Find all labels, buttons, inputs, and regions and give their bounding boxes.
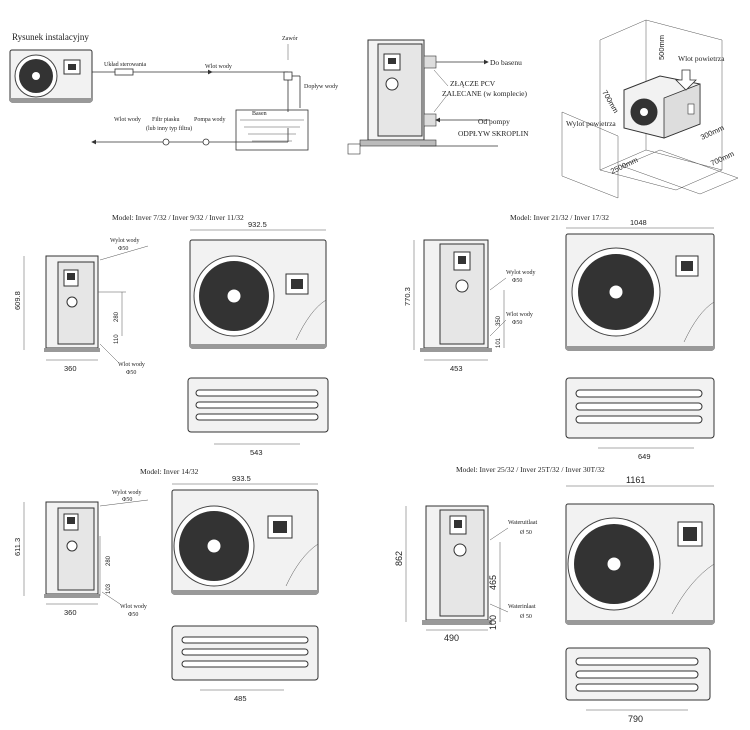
model-b-drawings: Model: Inver 21/32 / Inver 17/32 770.3 4… — [403, 213, 715, 461]
water-inlet-left-label: Wlot wody — [114, 117, 141, 123]
model-d-465: 465 — [488, 575, 498, 590]
sand-filter-label: Filtr piasku — [152, 117, 180, 123]
drain-label: Dopływ wody — [304, 84, 338, 90]
model-b-outlet-label: Wylot wody — [506, 270, 535, 276]
model-d-title: Model: Inver 25/32 / Inver 25T/32 / Inve… — [456, 465, 605, 474]
clearance-2500: 2500mm — [609, 155, 639, 175]
condensate-label: ODPŁYW SKROPLIN — [458, 129, 529, 138]
air-outlet-label: Wylot powietrza — [566, 119, 616, 128]
model-b-inlet-d: Φ50 — [512, 320, 522, 326]
heat-pump-front-small — [9, 49, 93, 103]
clearance-500: 500mm — [657, 35, 666, 60]
water-inlet-top-label: Wlot wody — [205, 64, 232, 70]
model-b-title: Model: Inver 21/32 / Inver 17/32 — [510, 213, 609, 222]
model-c-outlet-d: Φ50 — [122, 497, 132, 503]
model-a-280: 280 — [114, 311, 120, 322]
model-d-inlet-label: Waterinlaat — [508, 604, 536, 610]
model-d-foot: 790 — [628, 714, 643, 724]
model-a-width: 932.5 — [248, 220, 267, 229]
model-a-foot: 543 — [250, 448, 263, 457]
model-c-height: 611.3 — [13, 538, 22, 556]
pool-tank: Basen — [235, 109, 309, 151]
valve-icon — [283, 71, 293, 81]
pump-icon — [202, 138, 210, 146]
valve-label: Zawór — [282, 36, 298, 42]
air-inlet-label: Wlot powietrza — [678, 54, 725, 63]
model-c-outlet-label: Wylot wody — [112, 490, 141, 496]
model-a-drawings: Model: Inver 7/32 / Inver 9/32 / Inver 1… — [13, 213, 329, 457]
model-a-110: 110 — [114, 334, 120, 344]
model-c-280: 280 — [106, 555, 112, 566]
model-a-title: Model: Inver 7/32 / Inver 9/32 / Inver 1… — [112, 213, 244, 222]
model-b-350: 350 — [496, 315, 502, 326]
clearance-300: 300mm — [699, 123, 725, 142]
pump-label: Pompa wody — [194, 117, 226, 123]
from-pump-label: Od pompy — [478, 117, 510, 126]
model-d-outlet-d: Ø 50 — [520, 530, 532, 536]
model-c-103: 103 — [106, 583, 112, 594]
model-c-title: Model: Inver 14/32 — [140, 467, 199, 476]
model-d-inlet-d: Ø 50 — [520, 614, 532, 620]
model-a-outlet-d: Φ50 — [118, 246, 128, 252]
model-b-101: 101 — [496, 337, 502, 348]
to-pool-label: Do basenu — [490, 58, 522, 67]
clearance-700b: 700mm — [709, 149, 735, 168]
model-d-drawings: Model: Inver 25/32 / Inver 25T/32 / Inve… — [394, 465, 715, 724]
model-c-drawings: Model: Inver 14/32 611.3 360 280 103 Wyl… — [13, 467, 319, 703]
model-a-inlet-label: Wlot wody — [118, 362, 145, 368]
model-d-width: 1161 — [626, 475, 645, 485]
pool-label: Basen — [252, 111, 267, 117]
installation-diagram: Rysunek instalacyjny Układ sterowania Wl… — [9, 32, 338, 151]
model-b-width: 1048 — [630, 218, 647, 227]
model-d-depth: 490 — [444, 633, 459, 643]
model-d-outlet-label: Wateruitlaat — [508, 520, 538, 526]
model-a-depth: 360 — [64, 364, 77, 373]
model-b-foot: 649 — [638, 452, 651, 461]
pvc-line2-label: ZALECANE (w komplecie) — [442, 89, 527, 98]
control-system-box — [114, 68, 134, 76]
model-a-inlet-d: Φ50 — [126, 370, 136, 376]
model-c-inlet-label: Wlot wody — [120, 604, 147, 610]
model-c-inlet-d: Φ50 — [128, 612, 138, 618]
side-connections-diagram: Do basenu ZŁĄCZE PCV ZALECANE (w komplec… — [347, 39, 529, 155]
model-d-100: 100 — [488, 615, 498, 630]
installation-title: Rysunek instalacyjny — [12, 32, 89, 42]
model-b-height: 770.3 — [403, 287, 412, 306]
model-c-foot: 485 — [234, 694, 247, 703]
model-b-outlet-d: Φ50 — [512, 278, 522, 284]
filter-icon — [162, 138, 170, 146]
model-a-outlet-label: Wylot wody — [110, 238, 139, 244]
clearance-700a: 700mm — [600, 89, 620, 115]
pvc-line1-label: ZŁĄCZE PCV — [450, 79, 496, 88]
model-b-depth: 453 — [450, 364, 463, 373]
clearance-diagram: Wlot powietrza Wylot powietrza 500mm 700… — [561, 19, 739, 199]
filter-note-label: (lub inny typ filtra) — [146, 125, 192, 132]
model-c-depth: 360 — [64, 608, 77, 617]
control-system-label: Układ sterowania — [104, 62, 146, 68]
air-inlet-arrow-icon — [675, 69, 697, 91]
model-c-width: 933.5 — [232, 474, 251, 483]
model-b-inlet-label: Wlot wody — [506, 312, 533, 318]
model-a-height: 609.8 — [13, 291, 22, 310]
model-d-height: 862 — [394, 551, 404, 566]
